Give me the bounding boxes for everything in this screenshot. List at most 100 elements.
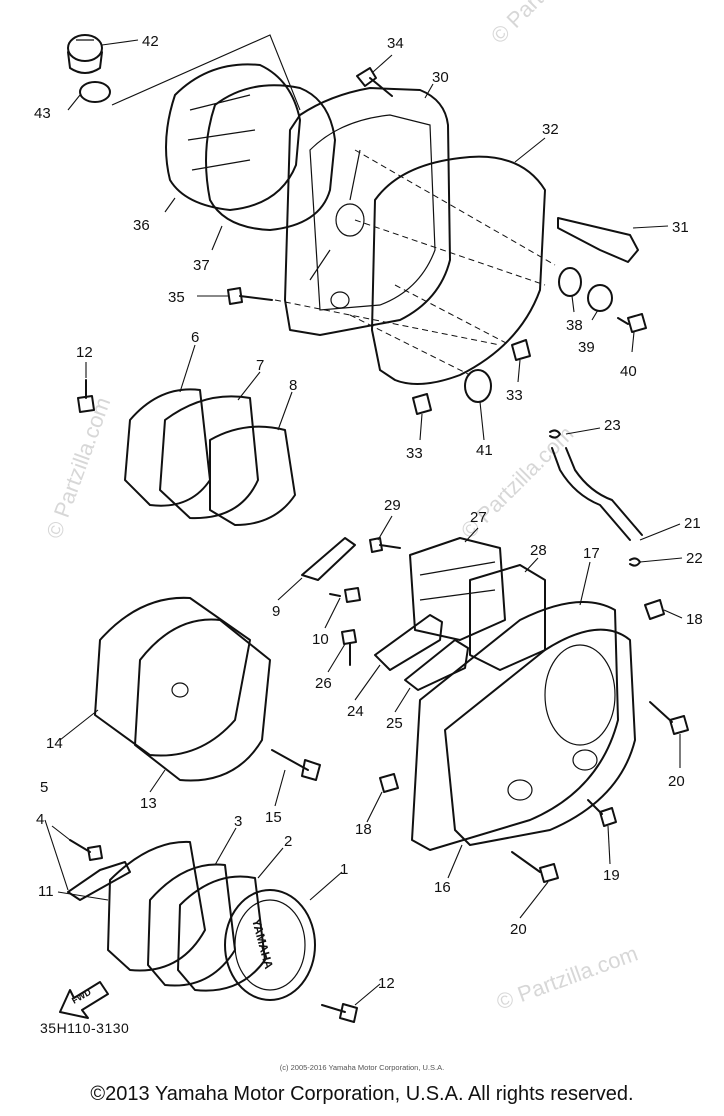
bolt — [617, 313, 647, 333]
callout-40: 40 — [620, 363, 637, 380]
bolt — [321, 1003, 358, 1023]
callout-12: 12 — [378, 975, 395, 992]
callout-35: 35 — [168, 289, 185, 306]
bolt — [227, 287, 273, 305]
cover-gasket-lower — [107, 840, 206, 972]
o-ring — [79, 81, 111, 103]
callout-4: 4 — [36, 811, 44, 828]
callout-7: 7 — [256, 357, 264, 374]
watermark: © Partzilla.com — [41, 394, 115, 542]
watermark: © Partzilla.com — [486, 0, 609, 49]
clutch-gasket — [411, 601, 619, 851]
valve-housing — [409, 537, 506, 641]
callout-1: 1 — [340, 861, 348, 878]
small-copyright: (c) 2005-2016 Yamaha Motor Corporation, … — [279, 1063, 445, 1072]
dowel-pin — [379, 773, 399, 793]
drawing-code: 35H110-3130 — [40, 1020, 130, 1036]
yamaha-logo: YAMAHA — [249, 917, 276, 971]
generator-cover — [124, 388, 211, 507]
cover-gasket-inner — [209, 425, 296, 526]
bolt — [369, 537, 401, 553]
oil-seal — [558, 267, 582, 297]
bracket — [301, 537, 356, 581]
callout-37: 37 — [193, 257, 210, 274]
callout-29: 29 — [384, 497, 401, 514]
callout-labels: 42 43 34 30 32 31 36 37 35 38 39 40 12 6… — [34, 33, 703, 992]
callout-25: 25 — [386, 715, 403, 732]
callout-34: 34 — [387, 35, 404, 52]
screw — [587, 799, 617, 827]
callout-31: 31 — [672, 219, 689, 236]
dowel-pin — [644, 599, 665, 620]
bracket — [67, 861, 131, 901]
plug-cap — [464, 369, 492, 403]
fwd-arrow: FWD — [59, 981, 109, 1019]
callout-6: 6 — [191, 329, 199, 346]
leader-lines — [44, 39, 683, 1006]
cap-reference-line — [111, 34, 301, 111]
callout-10: 10 — [312, 631, 329, 648]
breather-hose — [551, 447, 643, 541]
alignment-lines — [274, 149, 556, 376]
callout-20: 20 — [668, 773, 685, 790]
clutch-outer-cover: YAMAHA — [224, 889, 316, 1001]
callout-21: 21 — [684, 515, 701, 532]
callout-33: 33 — [506, 387, 523, 404]
callout-22: 22 — [686, 550, 703, 567]
callout-11: 11 — [38, 883, 54, 900]
callout-5: 5 — [40, 779, 48, 796]
callout-8: 8 — [289, 377, 297, 394]
callout-42: 42 — [142, 33, 159, 50]
bolt — [356, 67, 393, 97]
bolt — [69, 839, 103, 861]
callout-24: 24 — [347, 703, 364, 720]
callout-39: 39 — [578, 339, 595, 356]
cover-gasket — [205, 84, 336, 231]
crankcase-cover-right — [284, 87, 451, 336]
hose-clamp — [549, 429, 561, 439]
callout-27: 27 — [470, 509, 487, 526]
gasket-plate-inner — [177, 875, 266, 992]
callout-15: 15 — [265, 809, 282, 826]
hose-clamp — [629, 557, 641, 567]
callout-18: 18 — [355, 821, 372, 838]
callout-23: 23 — [604, 417, 621, 434]
callout-41: 41 — [476, 442, 493, 459]
callout-33: 33 — [406, 445, 423, 462]
shift-lever — [404, 639, 469, 691]
callout-2: 2 — [284, 833, 292, 850]
shift-lever — [374, 614, 443, 671]
bolt — [649, 701, 689, 735]
callout-19: 19 — [603, 867, 620, 884]
callout-38: 38 — [566, 317, 583, 334]
callout-14: 14 — [46, 735, 63, 752]
footer-copyright: ©2013 Yamaha Motor Corporation, U.S.A. A… — [90, 1083, 634, 1105]
dowel-pin — [511, 339, 531, 361]
breather-plate — [557, 217, 639, 263]
bolt — [511, 851, 559, 883]
generator-cover-gasket — [94, 596, 251, 757]
oil-filler-cap — [67, 34, 103, 74]
bolt — [77, 379, 95, 413]
crankcase-gasket — [371, 155, 546, 385]
generator-cover-outer — [134, 618, 271, 782]
callout-9: 9 — [272, 603, 280, 620]
bolt — [271, 749, 321, 781]
callout-36: 36 — [133, 217, 150, 234]
callout-20: 20 — [510, 921, 527, 938]
clutch-cover — [444, 628, 636, 846]
callout-16: 16 — [434, 879, 451, 896]
housing-gasket — [469, 564, 546, 671]
callout-28: 28 — [530, 542, 547, 559]
callout-17: 17 — [583, 545, 600, 562]
callout-43: 43 — [34, 105, 51, 122]
callout-32: 32 — [542, 121, 559, 138]
callout-12: 12 — [76, 344, 93, 361]
callout-30: 30 — [432, 69, 449, 86]
watermark: © Partzilla.com — [493, 941, 641, 1015]
callout-13: 13 — [140, 795, 157, 812]
washer — [587, 284, 613, 312]
callout-3: 3 — [234, 813, 242, 830]
dowel-pin — [412, 393, 432, 415]
